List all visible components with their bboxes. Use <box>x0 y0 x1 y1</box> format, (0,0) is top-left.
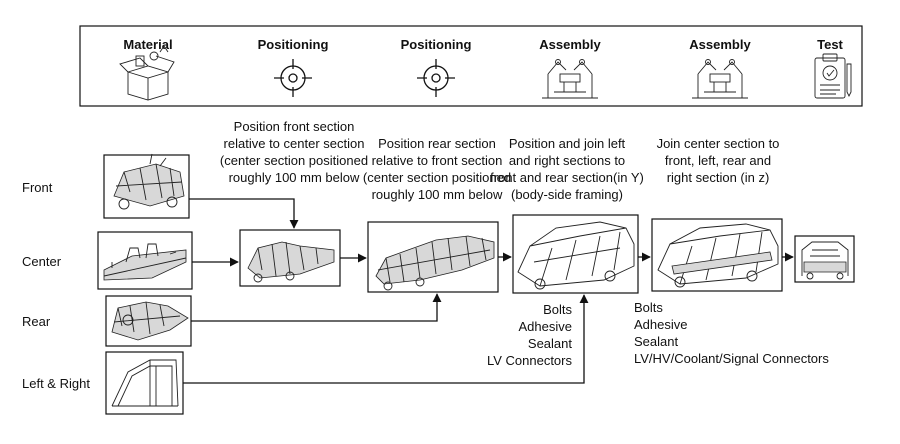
svg-text:Position and join left: Position and join left <box>509 136 626 151</box>
step-3-description: Position and join left and right section… <box>490 136 644 202</box>
svg-text:Join center section to: Join center section to <box>657 136 780 151</box>
svg-text:relative to center section: relative to center section <box>224 136 365 151</box>
arrow-front-to-stage1 <box>189 198 299 229</box>
materials-list-1: Bolts Adhesive Sealant LV Connectors <box>487 302 573 368</box>
svg-text:right section (in z): right section (in z) <box>667 170 770 185</box>
svg-text:Adhesive: Adhesive <box>634 317 687 332</box>
stage-label-material: Material <box>123 37 172 52</box>
input-label-rear: Rear <box>22 314 51 329</box>
stage-2-assembly <box>367 221 499 293</box>
input-label-left-right: Left & Right <box>22 376 90 391</box>
robot-station-icon <box>692 59 748 99</box>
svg-text:LV/HV/Coolant/Signal Connector: LV/HV/Coolant/Signal Connectors <box>634 351 829 366</box>
step-4-description: Join center section to front, left, rear… <box>657 136 780 185</box>
input-label-center: Center <box>22 254 62 269</box>
svg-text:front and rear section(in Y): front and rear section(in Y) <box>490 170 644 185</box>
process-header <box>79 25 863 107</box>
stage-label-assembly-1: Assembly <box>539 37 601 52</box>
stage-label-positioning-2: Positioning <box>401 37 472 52</box>
svg-text:Bolts: Bolts <box>634 300 663 315</box>
front-section-part <box>103 153 190 219</box>
arrow-rear-to-stage2 <box>191 293 442 322</box>
stage-4-assembly <box>651 218 783 292</box>
clipboard-check-icon <box>814 53 852 99</box>
svg-text:LV Connectors: LV Connectors <box>487 353 573 368</box>
svg-text:(center section positioned: (center section positioned <box>363 170 511 185</box>
svg-text:front, left, rear and: front, left, rear and <box>665 153 771 168</box>
stage-label-positioning-1: Positioning <box>258 37 329 52</box>
svg-text:(center section positioned: (center section positioned <box>220 153 368 168</box>
svg-text:and right sections to: and right sections to <box>509 153 625 168</box>
materials-list-2: Bolts Adhesive Sealant LV/HV/Coolant/Sig… <box>634 300 829 366</box>
material-box-icon <box>119 45 175 101</box>
svg-text:Bolts: Bolts <box>543 302 572 317</box>
stage-label-assembly-2: Assembly <box>689 37 751 52</box>
input-label-front: Front <box>22 180 53 195</box>
arrow-sides-to-stage3 <box>183 294 589 384</box>
step-1-description: Position front section relative to cente… <box>220 119 368 185</box>
stage-3-assembly <box>512 214 639 294</box>
svg-text:Sealant: Sealant <box>528 336 572 351</box>
side-frame-part <box>105 351 184 415</box>
crosshair-icon <box>274 59 312 97</box>
center-section-part <box>97 231 193 290</box>
svg-text:Position rear section: Position rear section <box>378 136 496 151</box>
final-vehicle-test <box>794 235 855 283</box>
stage-label-test: Test <box>817 37 843 52</box>
stage-1-assembly <box>239 229 341 287</box>
svg-text:(body-side framing): (body-side framing) <box>511 187 623 202</box>
step-2-description: Position rear section relative to front … <box>363 136 511 202</box>
svg-text:roughly 100 mm below: roughly 100 mm below <box>372 187 503 202</box>
svg-text:Sealant: Sealant <box>634 334 678 349</box>
rear-section-part <box>105 295 192 347</box>
svg-text:relative to front section: relative to front section <box>372 153 503 168</box>
crosshair-icon <box>417 59 455 97</box>
svg-text:Position front section: Position front section <box>234 119 355 134</box>
svg-text:roughly 100 mm below: roughly 100 mm below <box>229 170 360 185</box>
svg-text:Adhesive: Adhesive <box>519 319 572 334</box>
robot-station-icon <box>542 59 598 99</box>
